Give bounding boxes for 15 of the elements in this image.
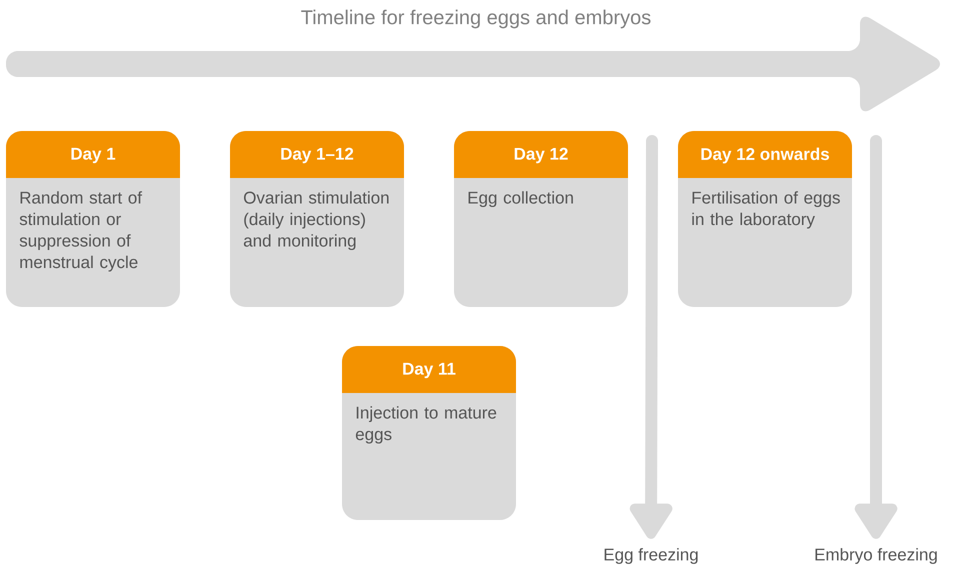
outcome-label: Embryo freezing [816,548,937,564]
step-description: Ovarian stimulation (daily injections) and monitoring [244,191,389,250]
day-heading: Day 12 onwards [701,148,829,164]
arrow [630,135,672,539]
day-heading: Day 1 [71,148,116,164]
day-heading: Day 1–12 [281,148,354,164]
day-heading: Day 11 [403,362,456,378]
outcome-label: Egg freezing [604,548,698,564]
step-description: Egg collection [468,191,573,208]
step-description: Fertilisation of eggs in the laboratory [692,191,840,229]
title: Timeline for freezing eggs and embryos [301,10,650,28]
arrow [854,135,898,539]
day-heading: Day 12 [514,148,568,164]
step-description: Random start of stimulation or suppression of menstrual cycle [20,191,142,272]
step-description: Injection to mature eggs [356,406,496,444]
